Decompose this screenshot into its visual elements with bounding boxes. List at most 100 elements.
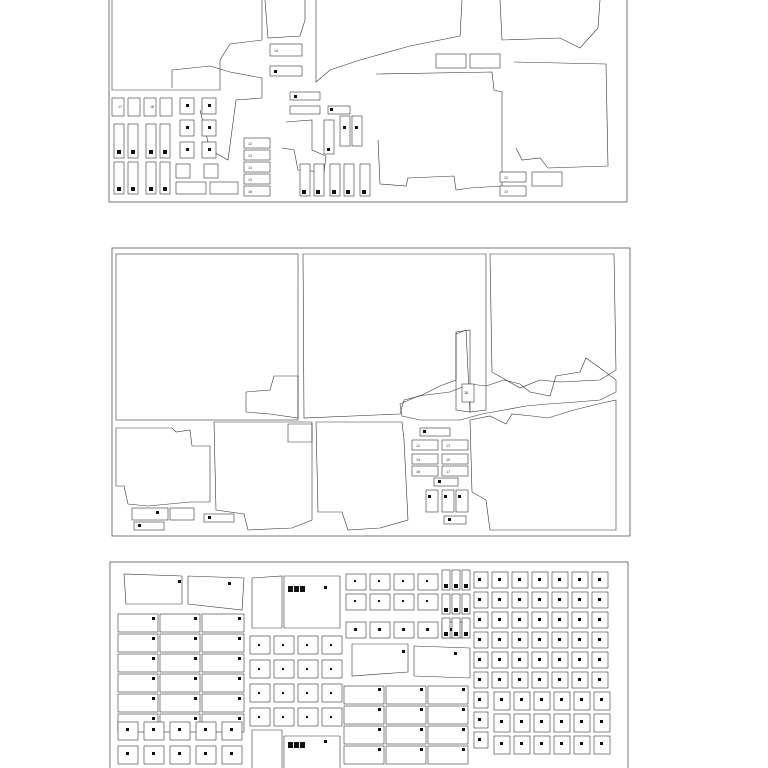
svg-text:15: 15	[248, 178, 252, 182]
unit-mark	[538, 618, 541, 621]
unit-mark	[464, 608, 468, 612]
svg-text:13: 13	[248, 154, 252, 158]
unit-mark	[454, 608, 458, 612]
lot-outline	[513, 61, 609, 169]
unit-mark	[478, 618, 481, 621]
unit-mark	[258, 668, 260, 670]
lot-outline	[287, 423, 313, 443]
lot-outline	[123, 573, 183, 605]
unit-mark	[520, 698, 523, 701]
unit-mark	[288, 586, 293, 592]
site-plan-sheet-2: 12 13 14 15 16 17 18	[111, 247, 631, 537]
unit-outline	[159, 693, 201, 713]
unit-mark	[454, 584, 458, 588]
svg-text:13: 13	[504, 190, 508, 194]
unit-cluster	[131, 383, 475, 531]
unit-outline	[343, 745, 385, 765]
unit-mark	[540, 720, 543, 723]
unit-labels: 12 13 14 15 16 17 18	[416, 391, 468, 474]
svg-text:17: 17	[446, 470, 450, 474]
unit-mark	[478, 578, 481, 581]
unit-outline	[201, 693, 245, 713]
unit-outline	[343, 725, 385, 745]
lot-outline	[315, 0, 463, 83]
svg-text:14: 14	[274, 49, 278, 53]
lot-outline	[375, 71, 503, 191]
unit-mark	[578, 598, 581, 601]
unit-mark	[454, 652, 457, 655]
unit-mark	[444, 608, 448, 612]
unit-outline	[343, 705, 385, 725]
unit-outline	[441, 593, 451, 615]
unit-mark	[580, 698, 583, 701]
unit-mark	[152, 677, 155, 680]
svg-text:12: 12	[248, 142, 252, 146]
unit-outline	[427, 745, 469, 765]
unit-mark	[324, 740, 327, 743]
lot-outline	[399, 357, 617, 421]
unit-mark	[498, 638, 501, 641]
unit-mark	[378, 628, 381, 631]
lot-outline	[281, 119, 327, 173]
unit-mark	[426, 628, 429, 631]
unit-mark	[238, 657, 241, 660]
unit-grid	[117, 569, 611, 765]
unit-mark	[354, 628, 357, 631]
unit-mark	[580, 742, 583, 745]
unit-mark	[578, 658, 581, 661]
lot-outline	[283, 735, 341, 768]
svg-text:14: 14	[416, 458, 420, 462]
unit-mark	[464, 584, 468, 588]
unit-labels: 12 13 14 15 16 17 18 12 13 14	[118, 49, 508, 194]
unit-mark	[194, 637, 197, 640]
unit-mark	[330, 668, 332, 670]
unit-outline	[159, 613, 201, 633]
unit-mark	[178, 580, 181, 583]
unit-mark	[520, 742, 523, 745]
unit-mark	[598, 618, 601, 621]
unit-mark	[354, 580, 356, 582]
unit-mark	[540, 698, 543, 701]
unit-mark	[294, 742, 299, 748]
lot-outline	[455, 329, 471, 413]
unit-mark	[578, 678, 581, 681]
unit-mark	[402, 628, 405, 631]
unit-mark	[478, 698, 481, 701]
unit-mark	[378, 708, 381, 711]
unit-mark	[152, 717, 155, 720]
unit-outline	[451, 593, 461, 615]
unit-mark	[598, 678, 601, 681]
unit-mark	[330, 644, 332, 646]
unit-mark	[152, 657, 155, 660]
unit-mark	[282, 644, 284, 646]
unit-outline	[117, 613, 159, 633]
svg-text:12: 12	[504, 176, 508, 180]
unit-mark	[478, 638, 481, 641]
unit-outline	[427, 725, 469, 745]
unit-mark	[194, 677, 197, 680]
lot-outline	[489, 253, 617, 389]
unit-outline	[451, 617, 461, 639]
unit-mark	[306, 644, 308, 646]
unit-mark	[230, 752, 233, 755]
unit-mark	[444, 632, 448, 636]
unit-outline	[117, 633, 159, 653]
lot-outline	[251, 729, 283, 768]
unit-outline	[461, 569, 471, 591]
unit-mark	[598, 638, 601, 641]
unit-mark	[152, 637, 155, 640]
lot-outline	[351, 643, 409, 677]
svg-text:12: 12	[416, 444, 420, 448]
unit-mark	[354, 600, 356, 602]
unit-mark	[578, 618, 581, 621]
unit-outline	[441, 569, 451, 591]
unit-mark	[306, 668, 308, 670]
lot-outline	[115, 427, 211, 507]
unit-mark	[462, 728, 465, 731]
unit-mark	[378, 688, 381, 691]
unit-mark	[498, 678, 501, 681]
unit-mark	[282, 692, 284, 694]
unit-mark	[598, 578, 601, 581]
unit-mark	[330, 692, 332, 694]
